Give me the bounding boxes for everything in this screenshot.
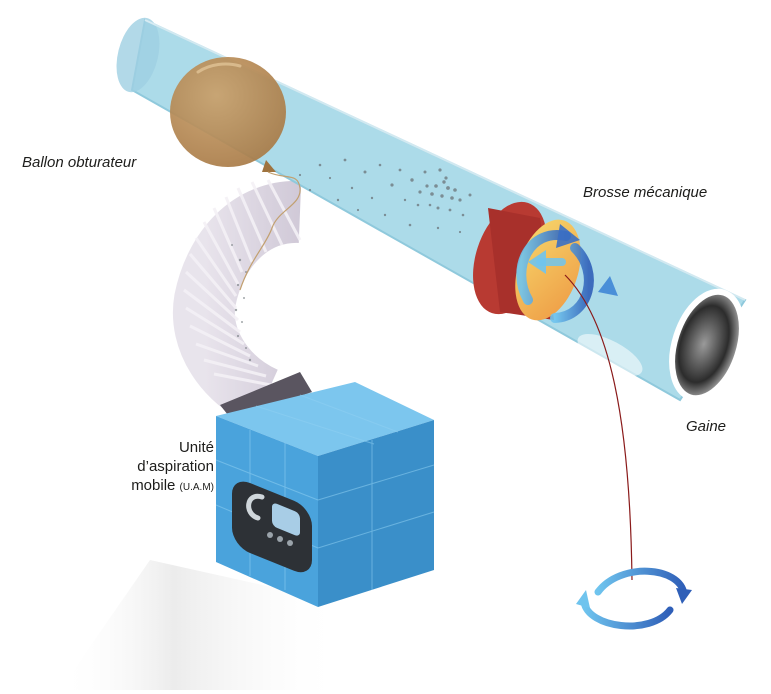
mobile-suction-unit <box>215 382 435 607</box>
label-brosse-mecanique: Brosse mécanique <box>583 184 708 201</box>
label-uam-line1: Unité <box>178 439 214 456</box>
label-ballon-obturateur: Ballon obturateur <box>22 154 137 171</box>
label-unite-aspiration-mobile: Unité d’aspiration mobile (U.A.M) <box>104 438 214 497</box>
duct-opening <box>669 288 745 402</box>
unit-shadow <box>60 560 345 690</box>
mechanical-brush <box>473 201 618 323</box>
dust-particles <box>298 158 472 234</box>
label-gaine: Gaine <box>686 418 727 435</box>
balloon <box>170 57 301 291</box>
rotation-arrows-icon <box>576 567 692 630</box>
brush-rotation-arrows-icon <box>516 224 618 323</box>
control-panel <box>232 481 312 573</box>
flexible-hose <box>172 179 312 427</box>
label-uam-abbr: (U.A.M) <box>179 482 214 493</box>
label-uam-line3: mobile (U.A.M) <box>104 476 214 497</box>
brush-cable <box>564 274 633 581</box>
label-uam-line2: d’aspiration <box>137 458 214 475</box>
label-uam-mobile: mobile <box>131 477 176 494</box>
